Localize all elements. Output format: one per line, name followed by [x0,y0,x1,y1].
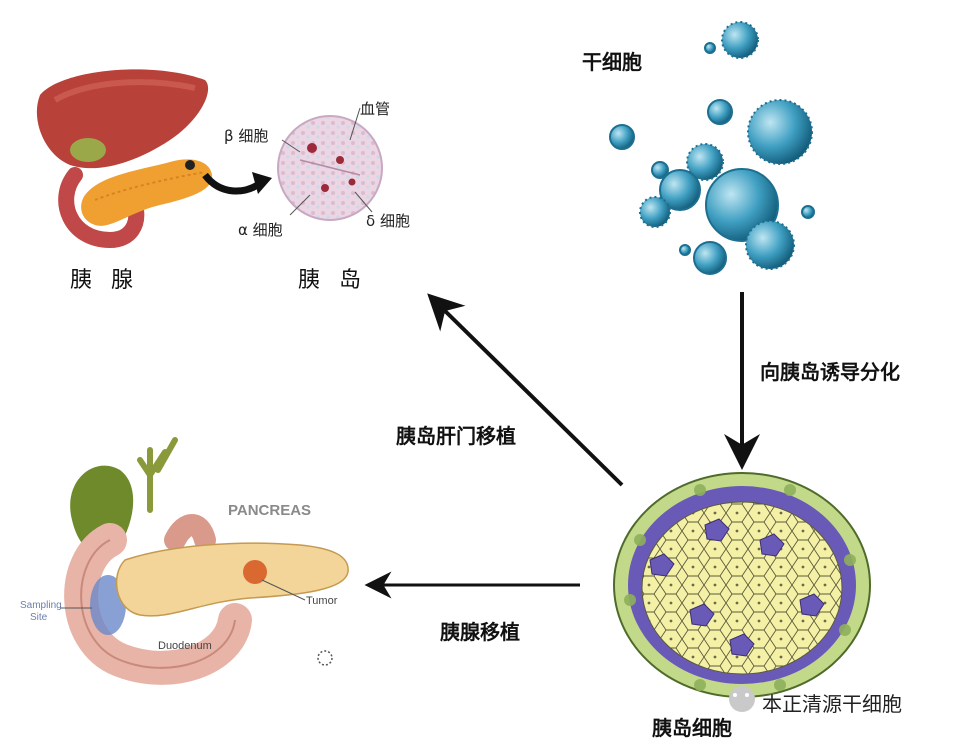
islet-cells-illustration [613,472,871,698]
tumor-label: Tumor [306,595,338,607]
sampling-site-label: Sampling Site [20,600,62,624]
liver-pancreas-illustration [36,69,213,249]
alpha-cell-label: α 细胞 [238,221,283,239]
islet-cells-label: 胰岛细胞 [652,716,732,740]
pancreas-to-islet-arrow [202,172,265,195]
pancreas-body-shape [115,542,349,617]
beta-cell-label: β 细胞 [224,127,269,145]
blood-vessel-label: 血管 [360,100,391,118]
pancreas-anatomy-illustration [60,437,349,685]
liver-transplant-arrow [427,293,624,487]
gallbladder-shape [70,138,106,162]
illustration-logo [317,650,333,666]
stem-cells-label: 干细胞 [582,50,642,74]
pancreas-shape [81,159,213,226]
delta-cell-label: δ 细胞 [366,212,410,230]
watermark-icon [729,686,755,712]
islet-label: 胰 岛 [298,268,367,293]
sampling-site-line1: Sampling [20,600,62,611]
liver-transplant-label: 胰岛肝门移植 [396,424,516,448]
watermark-text: 本正清源干细胞 [762,692,902,716]
tumor-shape [243,560,267,584]
sampling-site-line2: Site [30,612,48,623]
pancreas-transplant-label: 胰腺移植 [440,620,520,644]
induce-label: 向胰岛诱导分化 [760,360,900,384]
pancreas-title: PANCREAS [228,502,312,519]
duodenum-label: Duodenum [158,640,212,652]
duodenum-shape [58,167,145,249]
pancreas-label: 胰 腺 [70,268,139,293]
stem-cells-illustration [609,21,815,275]
islet-illustration [277,107,383,221]
